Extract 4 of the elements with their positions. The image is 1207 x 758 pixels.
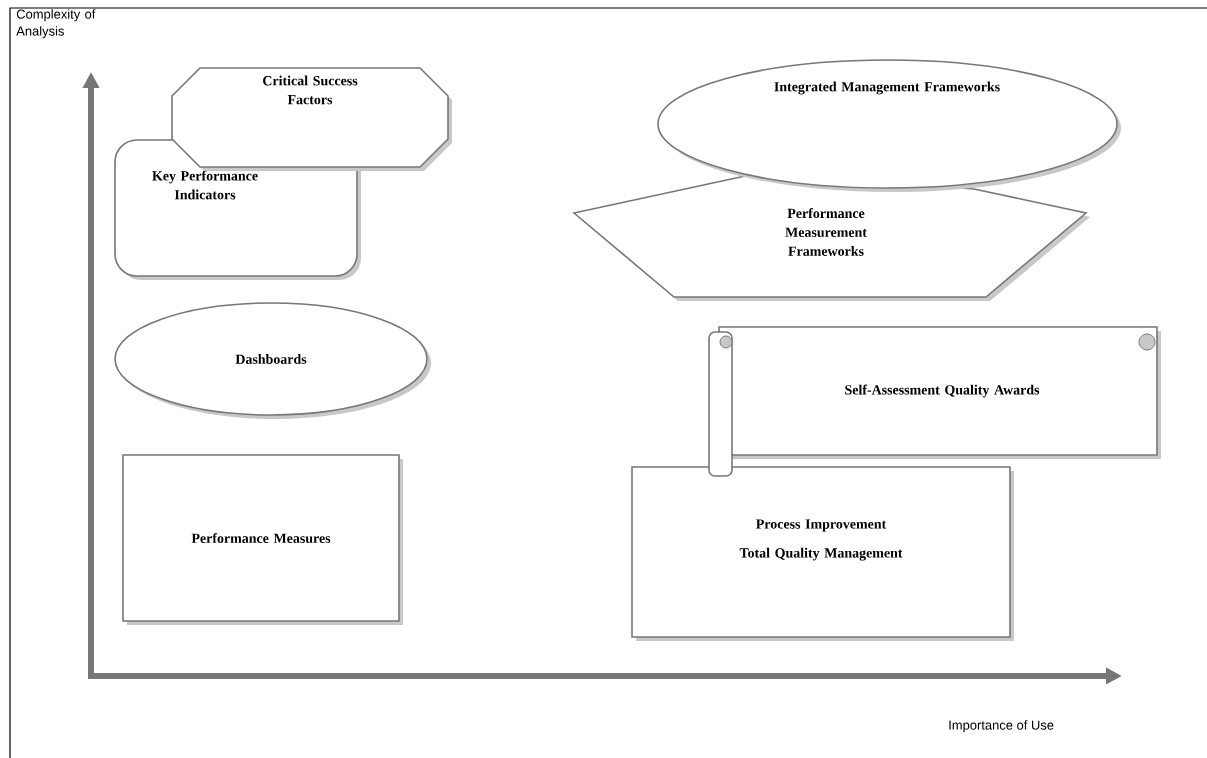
axis-label: Complexity of Analysis <box>16 9 96 39</box>
process-box: Performance Measures <box>122 454 403 625</box>
axis-label: Importance of Use <box>949 720 1054 733</box>
process-box: Process Improvement Total Quality Management <box>631 466 1014 641</box>
